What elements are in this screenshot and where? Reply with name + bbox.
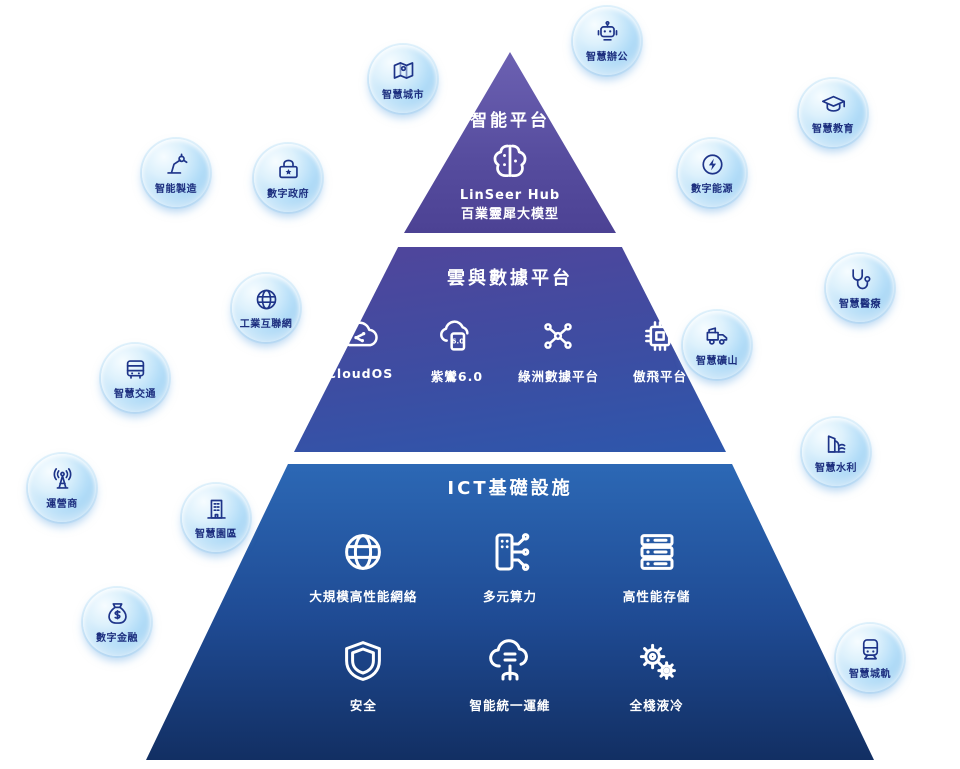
bubble-digital-finance: 數字金融 — [83, 588, 151, 656]
pyramid-item-label: 綠洲數據平台 — [517, 369, 599, 384]
pyramid-item-label: 多元算力 — [483, 589, 538, 604]
bubble-label: 數字金融 — [96, 633, 138, 644]
svg-text:6.0: 6.0 — [451, 337, 464, 346]
bubble-industrial-internet: 工業互聯網 — [232, 274, 300, 342]
bubble-smart-healthcare: 智慧醫療 — [826, 254, 894, 322]
pyramid-item-unified-ops: 智能統一運維 — [437, 637, 584, 714]
bubble-label: 智慧醫療 — [839, 299, 881, 310]
pyramid-item-label: 大規模高性能網絡 — [309, 589, 418, 604]
pyramid-item-label: 高性能存儲 — [622, 589, 691, 604]
bubble-label: 智慧交通 — [114, 389, 156, 400]
bubble-smart-rail: 智慧城軌 — [836, 624, 904, 692]
bubble-label: 智慧水利 — [815, 463, 857, 474]
shield-icon — [339, 637, 387, 685]
bubble-smart-mining: 智慧礦山 — [683, 311, 751, 379]
cloud-60-icon: 6.0 — [437, 316, 477, 356]
tier3-items-row1: 大規模高性能網絡 多元算力 高性能存儲 — [290, 528, 730, 605]
robot-icon — [594, 19, 621, 46]
truck-icon — [704, 323, 731, 350]
ballot-box-icon — [275, 156, 302, 183]
bubble-digital-government: 數字政府 — [254, 144, 322, 212]
globe-network-icon — [339, 528, 387, 576]
pyramid-item-full-stack-liquid-cooling: 全棧液冷 — [583, 637, 730, 714]
bus-icon — [122, 356, 149, 383]
bubble-label: 智慧園區 — [195, 529, 237, 540]
map-pin-icon — [390, 57, 417, 84]
tier3-items-row2: 安全 智能統一運維 全棧液冷 — [290, 637, 730, 714]
bubble-smart-city: 智慧城市 — [369, 45, 437, 113]
chip-icon — [640, 316, 680, 356]
tier1-model-subtitle: 百業靈犀大模型 — [460, 206, 559, 222]
bubble-label: 智慧城市 — [382, 90, 424, 101]
bubble-label: 智慧城軌 — [849, 669, 891, 680]
cloud-ops-icon — [486, 637, 534, 685]
pyramid-tier-ict-infrastructure — [146, 464, 874, 760]
tier1-content: 智能平台 LinSeer Hub 百業靈犀大模型 — [410, 106, 610, 225]
tier2-content: 雲與數據平台 CloudOS 6.0 紫鸞6.0 綠洲數據平台 傲飛平台 — [318, 264, 702, 385]
tier2-items: CloudOS 6.0 紫鸞6.0 綠洲數據平台 傲飛平台 — [318, 316, 702, 385]
tier3-content: ICT基礎設施 大規模高性能網絡 多元算力 高性能存儲 安全 智能統一運維 全棧液冷 — [290, 474, 730, 714]
ai-brain-icon — [488, 139, 532, 183]
pyramid-item-label: CloudOS — [326, 366, 394, 381]
pyramid-item-label: 安全 — [349, 698, 377, 713]
bubble-label: 數字政府 — [267, 189, 309, 200]
train-icon — [857, 636, 884, 663]
cloud-os-icon — [340, 316, 380, 356]
bubble-label: 運營商 — [46, 499, 78, 510]
bubble-smart-water: 智慧水利 — [802, 418, 870, 486]
bubble-smart-transport: 智慧交通 — [101, 344, 169, 412]
pyramid-item-label: 紫鸞6.0 — [430, 369, 484, 384]
pyramid-item-ziluan-6-0: 6.0 紫鸞6.0 — [421, 316, 493, 385]
bubble-label: 工業互聯網 — [239, 319, 293, 330]
bubble-smart-office: 智慧辦公 — [573, 7, 641, 75]
tier3-title: ICT基礎設施 — [447, 478, 573, 499]
bubble-telecom-operator: 運營商 — [28, 454, 96, 522]
building-icon — [203, 496, 230, 523]
money-bag-icon — [104, 600, 131, 627]
data-nodes-icon — [538, 316, 578, 356]
tier2-title: 雲與數據平台 — [447, 268, 573, 289]
graduation-cap-icon — [820, 91, 847, 118]
robot-arm-icon — [163, 151, 190, 178]
tier1-model-name: LinSeer Hub — [459, 188, 561, 203]
globe-link-icon — [253, 286, 280, 313]
bubble-label: 智慧礦山 — [696, 356, 738, 367]
bubble-digital-energy: 數字能源 — [678, 139, 746, 207]
stethoscope-icon — [847, 266, 874, 293]
compute-icon — [486, 528, 534, 576]
antenna-icon — [49, 466, 76, 493]
gears-icon — [633, 637, 681, 685]
bubble-label: 數字能源 — [691, 184, 733, 195]
pyramid-item-high-performance-network: 大規模高性能網絡 — [290, 528, 437, 605]
pyramid-item-high-performance-storage: 高性能存儲 — [583, 528, 730, 605]
dam-icon — [823, 430, 850, 457]
bubble-label: 智慧辦公 — [586, 52, 628, 63]
bubble-smart-manufacturing: 智能製造 — [142, 139, 210, 207]
pyramid-item-aofei-platform: 傲飛平台 — [624, 316, 696, 385]
bubble-label: 智能製造 — [155, 184, 197, 195]
pyramid-item-security: 安全 — [290, 637, 437, 714]
pyramid-item-label: 全棧液冷 — [629, 698, 684, 713]
pyramid-item-label: 傲飛平台 — [632, 369, 687, 384]
energy-icon — [699, 151, 726, 178]
pyramid-item-cloudos: CloudOS — [324, 316, 396, 385]
pyramid-item-oasis-data-platform: 綠洲數據平台 — [518, 316, 599, 385]
pyramid-item-label: 智能統一運維 — [469, 698, 551, 713]
pyramid-item-diverse-computing: 多元算力 — [437, 528, 584, 605]
bubble-label: 智慧教育 — [812, 124, 854, 135]
storage-icon — [633, 528, 681, 576]
bubble-smart-education: 智慧教育 — [799, 79, 867, 147]
tier1-title: 智能平台 — [470, 111, 550, 131]
bubble-smart-campus: 智慧園區 — [182, 484, 250, 552]
